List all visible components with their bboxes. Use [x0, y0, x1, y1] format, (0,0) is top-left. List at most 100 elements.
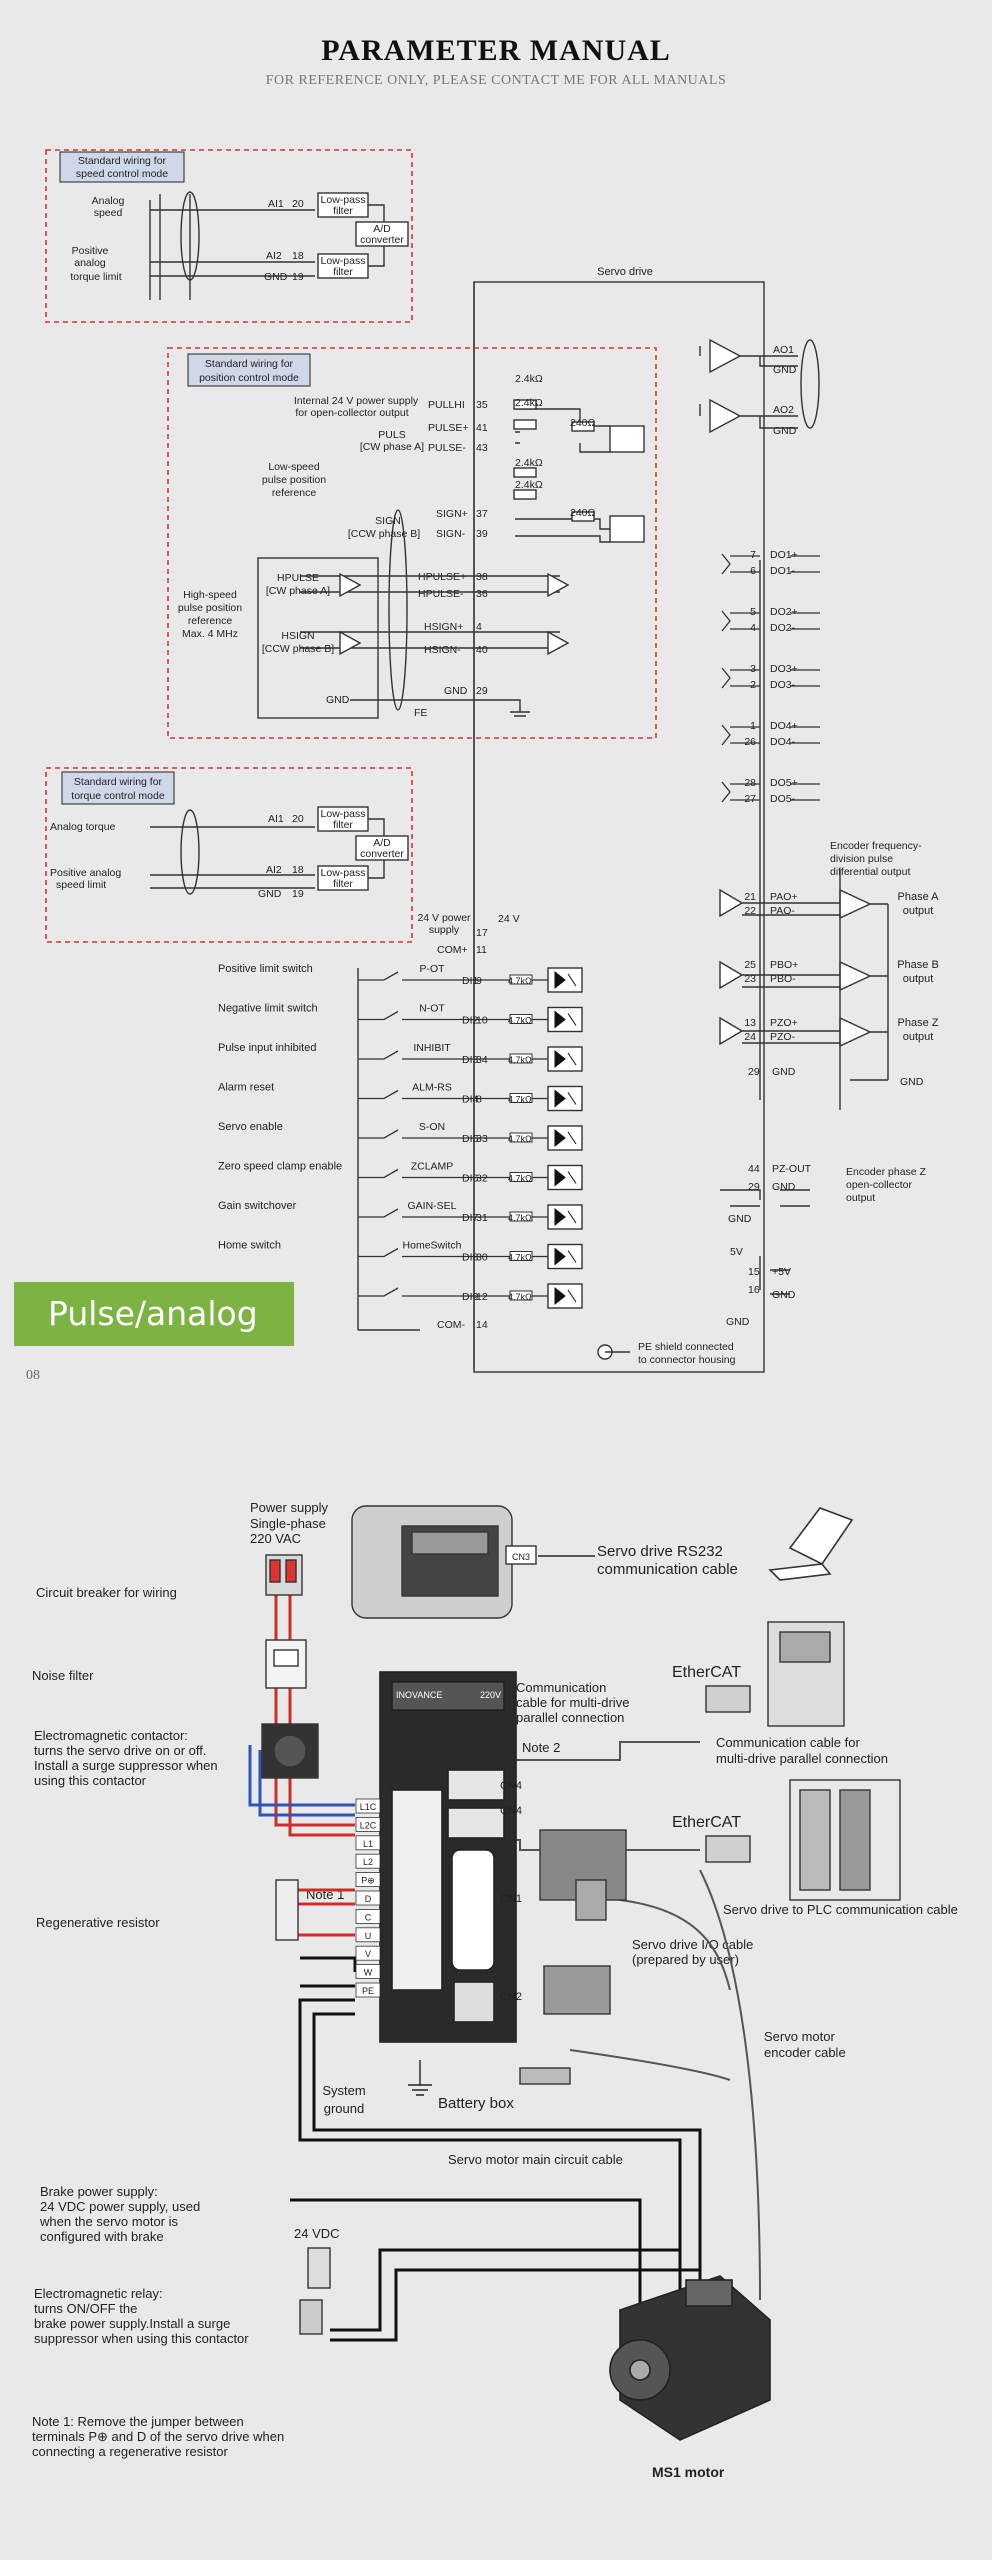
high-speed-label: Max. 4 MHz	[182, 628, 238, 640]
pzout-label: open-collector	[846, 1179, 912, 1191]
pin-36: 36	[476, 588, 488, 600]
di-resistor: 4.7kΩ	[508, 1095, 532, 1105]
di-pin: 8	[476, 1094, 482, 1106]
low-speed-label: pulse position	[262, 474, 326, 486]
torque-box-title-1: Standard wiring for	[74, 776, 163, 788]
di-name: DI6	[462, 1173, 479, 1185]
di-signal: ZCLAMP	[411, 1161, 454, 1173]
terminal-label: L1	[363, 1839, 373, 1849]
encoder-div-label: Encoder frequency-	[830, 840, 922, 852]
terminal-label: L2	[363, 1857, 373, 1867]
ethercat-connector-2	[705, 1835, 751, 1863]
hsign-label: HSIGN	[281, 630, 314, 642]
di-function-label: Home switch	[218, 1240, 281, 1252]
terminal-label: V	[365, 1949, 371, 1959]
gnd-label: GND	[726, 1316, 750, 1328]
high-speed-label: pulse position	[178, 602, 242, 614]
fe-label: FE	[414, 707, 427, 719]
phase-label: output	[903, 905, 934, 917]
note2-label: Note 2	[522, 1740, 560, 1755]
phase-label: Phase B	[897, 959, 939, 971]
pin-37: 37	[476, 508, 488, 520]
resistor-label: 2.4kΩ	[515, 457, 543, 469]
torque-limit-label: analog	[74, 257, 106, 269]
ethercat-label: EtherCAT	[672, 1664, 741, 1681]
do-pin: 28	[744, 777, 756, 789]
plus5v-signal: +5V	[772, 1266, 791, 1278]
do-signal: DO5+	[770, 777, 798, 789]
internal-supply-label: Internal 24 V power supply	[294, 395, 419, 407]
brake-label: configured with brake	[40, 2229, 164, 2244]
contactor	[261, 1723, 319, 1779]
encoder-div-label: differential output	[830, 866, 910, 878]
sign-minus-signal: SIGN-	[436, 528, 466, 540]
do-signal: DO2+	[770, 606, 798, 618]
supply-label: 24 V power	[417, 912, 471, 924]
relay-label: Electromagnetic relay:	[34, 2286, 163, 2301]
pulse-analog-badge: Pulse/analog	[14, 1282, 294, 1346]
di-pin: 9	[476, 975, 482, 987]
adc-label: A/D	[373, 223, 391, 235]
gnd-label: GND	[728, 1213, 752, 1225]
speed-box-title-2: speed control mode	[76, 168, 168, 180]
com-plus-signal: COM+	[437, 944, 468, 956]
do-pin: 6	[750, 565, 756, 577]
power-supply-label: 220 VAC	[250, 1531, 301, 1546]
di-pin: 10	[476, 1015, 488, 1027]
phase-signal: PAO+	[770, 891, 798, 903]
lpf-label: filter	[333, 819, 353, 831]
relay-label: turns ON/OFF the	[34, 2301, 137, 2316]
speed-limit-label: speed limit	[56, 879, 106, 891]
do-pin: 27	[744, 793, 756, 805]
lpf-label: Low-pass	[321, 255, 366, 267]
note-bottom: connecting a regenerative resistor	[32, 2444, 229, 2459]
hpulse-label: HPULSE	[277, 572, 319, 584]
pin-11: 11	[476, 944, 487, 956]
di-function-label: Negative limit switch	[218, 1003, 318, 1015]
brake-label: Brake power supply:	[40, 2184, 158, 2199]
do-pin: 26	[744, 736, 756, 748]
v24-label: 24 V	[498, 913, 520, 925]
phase-signal: PBO-	[770, 973, 796, 985]
ao1-gnd: GND	[773, 364, 797, 376]
pin-35: 35	[476, 399, 488, 411]
servo-drive-label: Servo drive	[597, 266, 653, 278]
hpulse-plus-signal: HPULSE+	[418, 571, 466, 583]
page-title: PARAMETER MANUAL	[321, 34, 671, 67]
di-resistor: 4.7kΩ	[508, 1134, 532, 1144]
high-speed-label: reference	[188, 615, 233, 627]
pin-41: 41	[476, 422, 488, 434]
gnd-signal: GND	[772, 1181, 796, 1193]
page-subtitle: FOR REFERENCE ONLY, PLEASE CONTACT ME FO…	[265, 73, 727, 88]
ethercat-label: EtherCAT	[672, 1814, 741, 1831]
phase-signal: PZO+	[770, 1017, 798, 1029]
do-pin: 3	[750, 663, 756, 675]
contactor-label: Install a surge suppressor when	[34, 1758, 218, 1773]
ao2-gnd: GND	[773, 425, 797, 437]
resistor-label: 2.4kΩ	[515, 397, 543, 409]
pin-39: 39	[476, 528, 488, 540]
laptop-icon	[788, 1507, 854, 1566]
di-function-label: Zero speed clamp enable	[218, 1161, 342, 1173]
lpf-label: filter	[333, 266, 353, 278]
di-function-label: Servo enable	[218, 1121, 283, 1133]
io-cable-label: (prepared by user)	[632, 1952, 739, 1967]
5v-label: 5V	[730, 1246, 743, 1258]
rs232-label: communication cable	[597, 1561, 738, 1578]
plc-label: Servo drive to PLC communication cable	[723, 1902, 958, 1917]
page-number: 08	[26, 1368, 40, 1383]
di-name: DI1	[462, 975, 479, 987]
phase-pin: 23	[744, 973, 756, 985]
hsign-plus-signal: HSIGN+	[424, 621, 463, 633]
di-resistor: 4.7kΩ	[508, 1213, 532, 1223]
pin-gnd: GND	[264, 271, 288, 283]
di-name: DI2	[462, 1015, 479, 1027]
pe-shield-label: PE shield connected	[638, 1341, 734, 1353]
di-function-label: Gain switchover	[218, 1200, 297, 1212]
resistor-label: 2.4kΩ	[515, 373, 543, 385]
pe-shield-label: to connector housing	[638, 1354, 736, 1366]
di-pin: 34	[476, 1054, 488, 1066]
di-name: DI8	[462, 1252, 479, 1264]
pin-44: 44	[748, 1163, 760, 1175]
torque-control-box	[45, 767, 413, 943]
